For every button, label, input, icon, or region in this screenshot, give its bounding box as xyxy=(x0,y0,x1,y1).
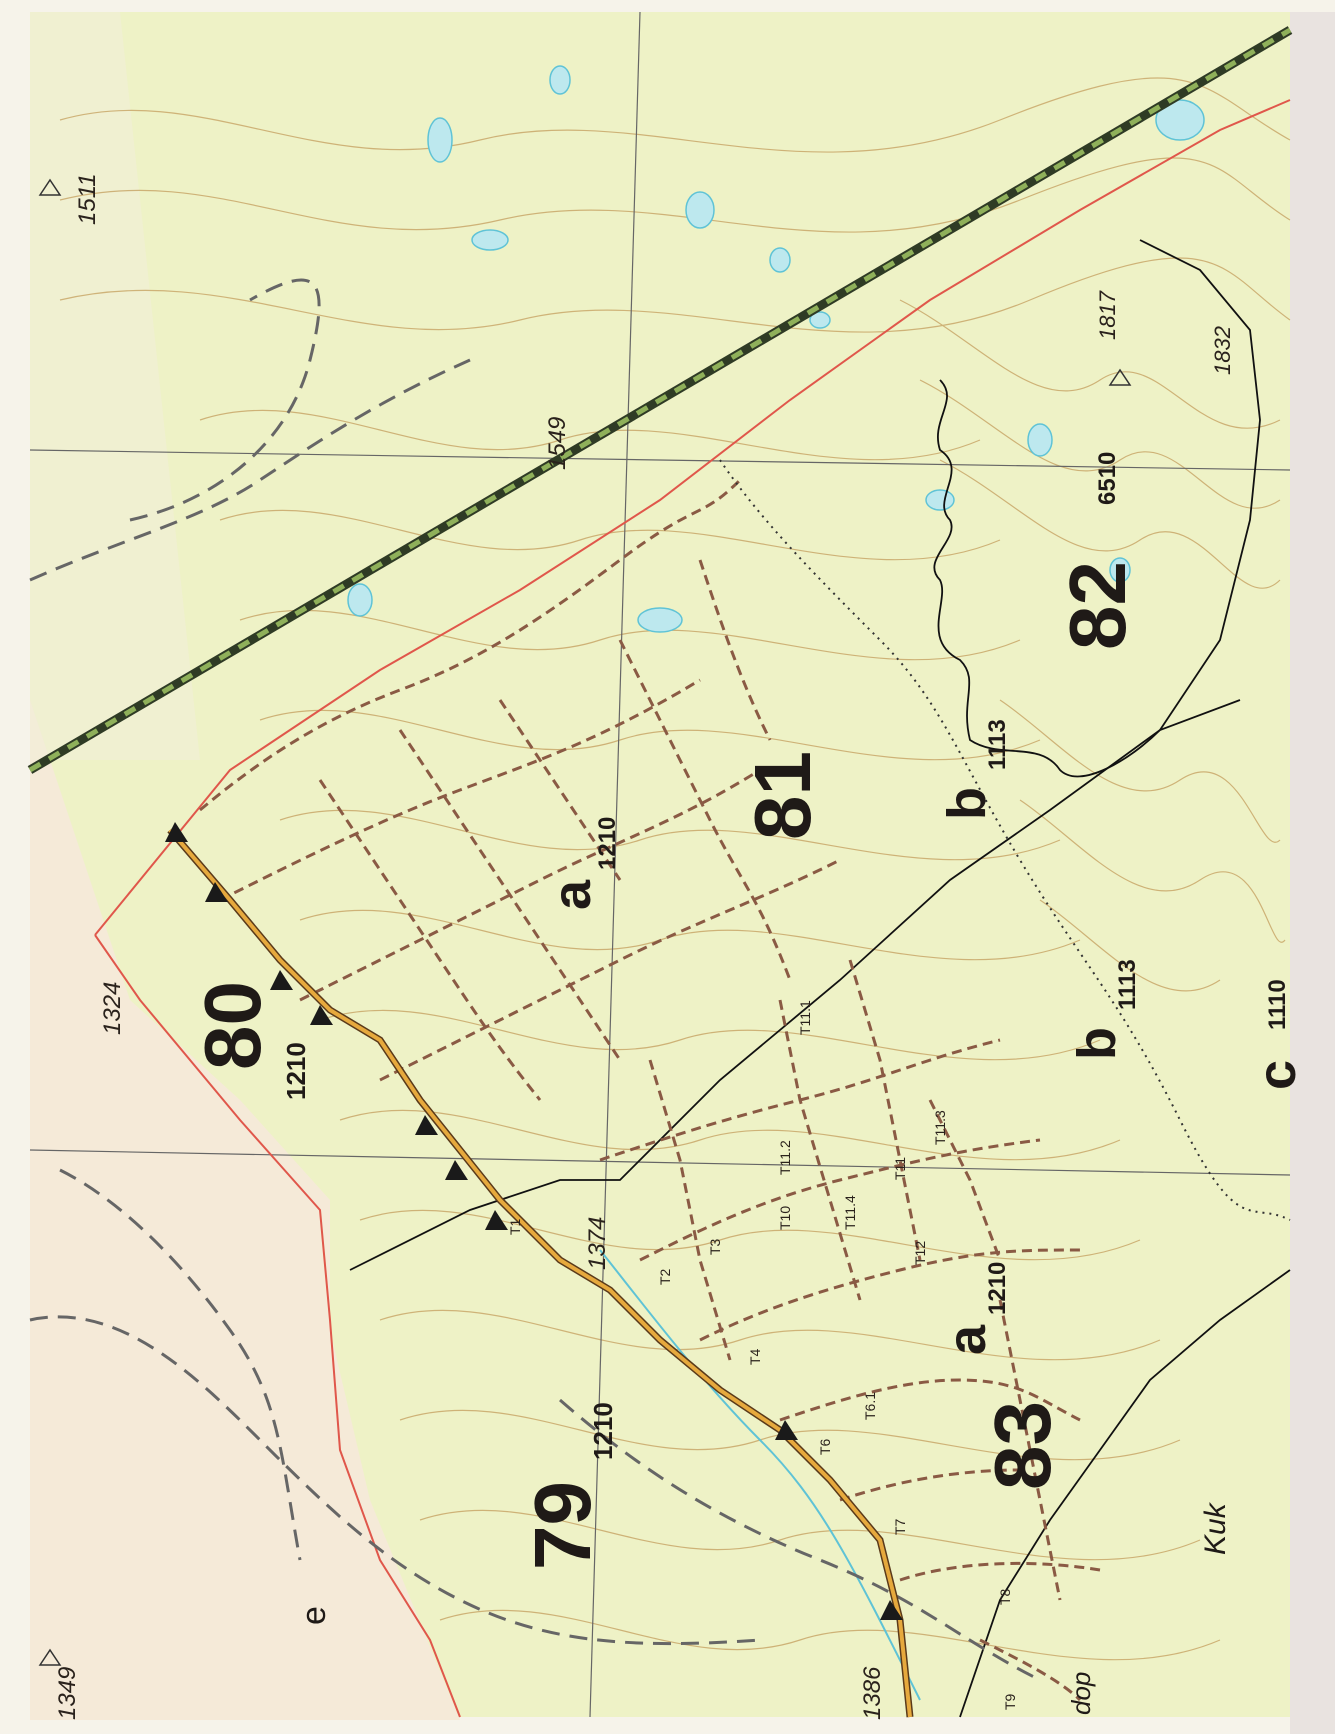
main-trail xyxy=(168,828,912,1718)
subcomp-b-82-sub: 1113 xyxy=(1114,959,1141,1010)
trail-label-t8: T8 xyxy=(997,1588,1013,1605)
subcomp-a-83-letter: a xyxy=(937,1324,997,1355)
elevation-1324: 1324 xyxy=(99,982,126,1035)
trail-label-t7: T7 xyxy=(892,1518,908,1535)
trail-network xyxy=(199,478,1101,1702)
trail-markers xyxy=(165,822,903,1620)
trail-label-t11: T11 xyxy=(892,1157,908,1180)
trail-label-t1: T1 xyxy=(507,1218,523,1235)
non-forest-area xyxy=(30,700,460,1720)
compartment-81-number: 81 xyxy=(738,751,827,840)
elevation-1832: 1832 xyxy=(1210,326,1235,375)
subcomp-c-82-sub: 1110 xyxy=(1264,979,1291,1030)
road-name-dop: dop xyxy=(1066,1672,1096,1715)
elevation-1817: 1817 xyxy=(1095,290,1120,340)
compartment-83-number: 83 xyxy=(978,1401,1067,1490)
river-name-kuk: Kuk xyxy=(1199,1501,1232,1555)
compartment-82-sub: 6510 xyxy=(1094,452,1121,505)
compartment-80-number: 80 xyxy=(188,981,277,1070)
tracks xyxy=(29,278,1041,1682)
trail-label-t11-1: T11.1 xyxy=(797,1000,813,1035)
subcomp-a-83-sub: 1210 xyxy=(984,1262,1011,1315)
elevation-triangles xyxy=(38,178,1132,1666)
trail-label-t4: T4 xyxy=(747,1348,763,1365)
subcomp-b-82-letter: b xyxy=(1067,1027,1127,1060)
compartment-79-sub: 1210 xyxy=(588,1402,618,1460)
compartment-82-number: 82 xyxy=(1053,561,1142,650)
elevation-1386: 1386 xyxy=(859,1666,886,1720)
elevation-1511: 1511 xyxy=(74,173,101,225)
trail-label-t12: T12 xyxy=(912,1241,928,1265)
subcomp-b-81-letter: b xyxy=(937,787,997,820)
elevation-1549: 1549 xyxy=(544,417,571,470)
subcomp-c-82-letter: c xyxy=(1247,1060,1307,1090)
compartment-79-number: 79 xyxy=(518,1481,607,1570)
forest-border-west xyxy=(94,934,461,1718)
stream xyxy=(599,1249,921,1701)
trail-label-t9: T9 xyxy=(1002,1693,1018,1710)
grid-lines xyxy=(29,11,1291,1718)
compartment-80-sub: 1210 xyxy=(281,1042,311,1100)
subcomp-b-81-sub: 1113 xyxy=(984,719,1011,770)
area-letter-e: e xyxy=(295,1606,333,1625)
elevation-1374: 1374 xyxy=(584,1217,611,1270)
trail-label-t11-4: T11.4 xyxy=(842,1195,858,1230)
page-edge xyxy=(1290,12,1335,1734)
subcomp-a-81-letter: a xyxy=(542,879,602,910)
trail-label-t3: T3 xyxy=(707,1238,723,1255)
compartment-boundaries xyxy=(349,239,1291,1718)
trail-label-t6-1: T6.1 xyxy=(862,1392,878,1420)
water-features xyxy=(347,65,1205,633)
trail-label-t6: T6 xyxy=(817,1438,833,1455)
contour-lines xyxy=(59,77,1291,1661)
trail-label-t10: T10 xyxy=(777,1206,793,1230)
subcomp-a-81-sub: 1210 xyxy=(594,817,621,870)
forest-border-east xyxy=(94,99,1291,936)
trail-label-t11-3: T11.3 xyxy=(932,1110,948,1145)
trail-label-t11-2: T11.2 xyxy=(777,1140,793,1175)
trail-label-t2: T2 xyxy=(657,1268,673,1285)
elevation-1349: 1349 xyxy=(54,1667,81,1720)
